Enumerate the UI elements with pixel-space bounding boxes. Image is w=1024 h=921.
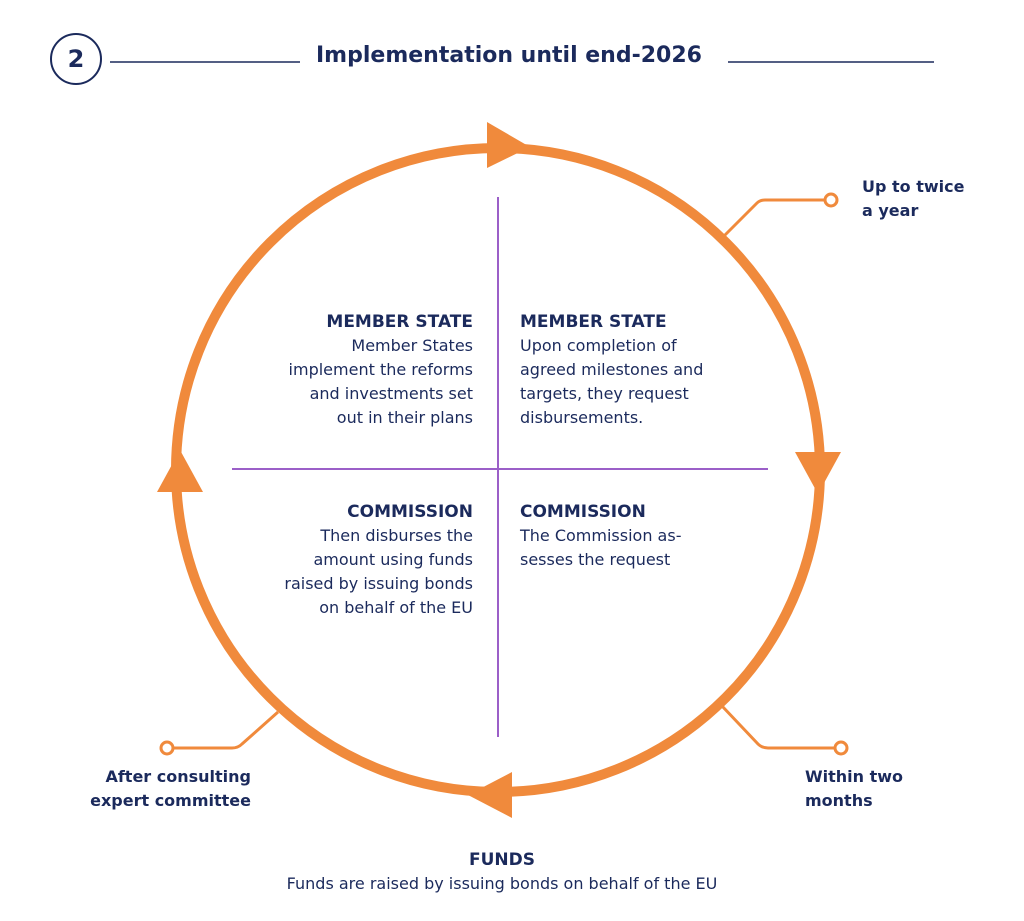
quadrant-text: and investments set <box>309 384 473 403</box>
callout-text: a year <box>862 201 919 220</box>
quadrant-bottom-right: COMMISSION The Commission as- sesses the… <box>520 500 681 572</box>
quadrant-heading: COMMISSION <box>347 502 473 522</box>
quadrant-text: sesses the request <box>520 550 671 569</box>
callout-top-right: Up to twice a year <box>862 175 964 223</box>
connector-bottom-right <box>720 704 834 750</box>
arrow-left-icon <box>468 772 512 818</box>
footer-text: Funds are raised by issuing bonds on beh… <box>286 874 718 893</box>
quadrant-heading: COMMISSION <box>520 502 646 522</box>
quadrant-text: on behalf of the EU <box>319 598 473 617</box>
arrow-down-icon <box>795 452 841 494</box>
callout-bottom-left: After consulting expert committee <box>90 765 251 813</box>
connector-top-right <box>722 198 824 238</box>
footer: FUNDS Funds are raised by issuing bonds … <box>0 848 1004 896</box>
step-number: 2 <box>67 45 85 73</box>
connector-dot <box>159 740 175 756</box>
quadrant-text: Upon completion of <box>520 336 677 355</box>
quadrant-text: implement the reforms <box>288 360 473 379</box>
quadrant-text: raised by issuing bonds <box>284 574 473 593</box>
callout-text: expert committee <box>90 791 251 810</box>
callout-text: months <box>805 791 873 810</box>
connector-dot <box>823 192 839 208</box>
callout-text: After consulting <box>105 767 251 786</box>
quadrant-text: amount using funds <box>313 550 473 569</box>
arrow-up-icon <box>157 450 203 492</box>
quadrant-text: The Commission as- <box>520 526 682 545</box>
connector-dot <box>833 740 849 756</box>
quadrant-text: agreed milestones and <box>520 360 704 379</box>
quadrant-text: targets, they request <box>520 384 689 403</box>
callout-text: Within two <box>805 767 904 786</box>
step-number-circle <box>50 33 102 85</box>
quadrant-text: Then disburses the <box>320 526 473 545</box>
callout-text: Up to twice <box>862 177 965 196</box>
arrow-right-icon <box>487 122 530 168</box>
connector-bottom-left <box>174 710 279 750</box>
callout-bottom-right: Within two months <box>805 765 903 813</box>
page-title: Implementation until end-2026 <box>316 43 702 68</box>
quadrant-text: Member States <box>351 336 473 355</box>
quadrant-top-right: MEMBER STATE Upon completion of agreed m… <box>520 310 703 430</box>
quadrant-text: disbursements. <box>520 408 644 427</box>
quadrant-top-left: MEMBER STATE Member States implement the… <box>289 310 473 430</box>
quadrant-text: out in their plans <box>336 408 473 427</box>
quadrant-heading: MEMBER STATE <box>326 312 473 332</box>
quadrant-bottom-left: COMMISSION Then disburses the amount usi… <box>284 500 473 620</box>
quadrant-heading: MEMBER STATE <box>520 312 667 332</box>
footer-heading: FUNDS <box>469 850 535 870</box>
